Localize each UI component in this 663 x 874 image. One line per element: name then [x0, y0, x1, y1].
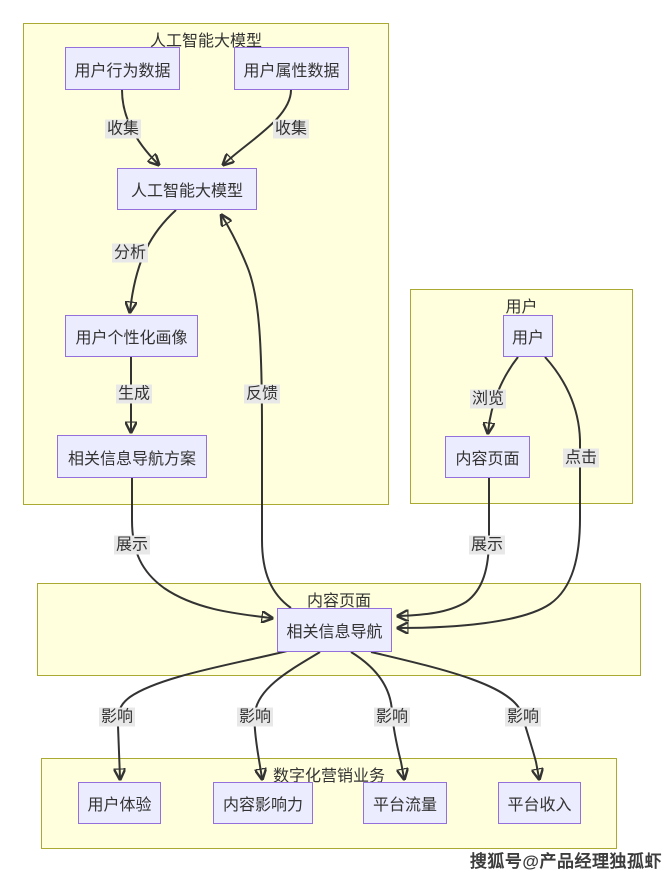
edge-click — [399, 356, 581, 628]
node-nav-plan: 相关信息导航方案 — [57, 435, 207, 478]
edge-label-collect-1: 收集 — [104, 119, 142, 139]
edge-label-impact-3: 影响 — [373, 707, 411, 727]
edge-label-display-right: 展示 — [468, 535, 506, 555]
node-user: 用户 — [503, 315, 553, 357]
node-content-page: 内容页面 — [445, 436, 530, 478]
node-user-experience: 用户体验 — [78, 782, 161, 824]
edge-label-browse: 浏览 — [469, 389, 507, 409]
edge-label-collect-2: 收集 — [272, 119, 310, 139]
node-user-profile: 用户个性化画像 — [65, 315, 198, 357]
edge-impact-4 — [370, 651, 539, 778]
node-platform-traffic: 平台流量 — [363, 782, 447, 824]
edge-label-impact-1: 影响 — [98, 707, 136, 727]
edge-label-impact-2: 影响 — [236, 707, 274, 727]
edge-label-feedback: 反馈 — [243, 384, 281, 404]
watermark-text: 搜狐号@产品经理独孤虾 — [469, 852, 662, 871]
edge-label-generate: 生成 — [115, 384, 153, 404]
edge-feedback — [222, 216, 292, 609]
node-attribute-data: 用户属性数据 — [234, 47, 349, 90]
edge-label-impact-4: 影响 — [504, 707, 542, 727]
node-content-influence: 内容影响力 — [213, 782, 313, 824]
node-info-nav: 相关信息导航 — [277, 608, 392, 652]
edge-label-display-left: 展示 — [113, 535, 151, 555]
node-behavior-data: 用户行为数据 — [65, 47, 180, 90]
edge-label-click: 点击 — [562, 448, 600, 468]
node-ai-model: 人工智能大模型 — [117, 168, 257, 210]
node-platform-revenue: 平台收入 — [498, 782, 581, 824]
edge-display-left — [131, 478, 271, 618]
edge-collect-2 — [224, 89, 292, 164]
edge-label-analyze: 分析 — [111, 243, 149, 263]
edge-display-right — [399, 478, 490, 616]
